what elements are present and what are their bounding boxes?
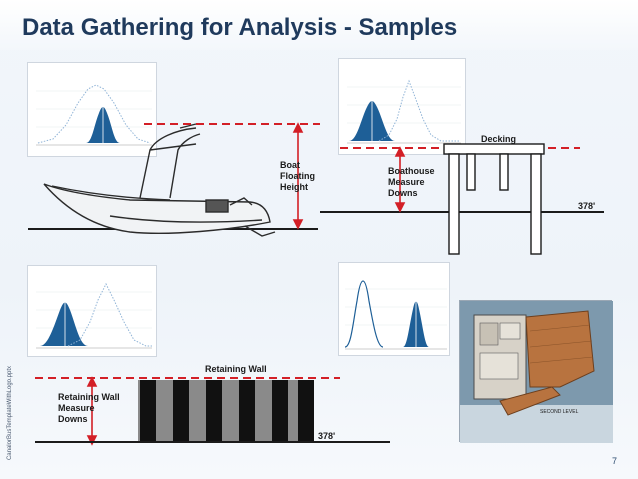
speedboat-illustration <box>43 123 276 237</box>
page-number: 7 <box>612 456 618 466</box>
label-boat-floating-height: Boat Floating Height <box>280 160 315 193</box>
bell-curve-chart-2 <box>347 79 461 144</box>
boathouse-frame-diagram <box>443 143 545 255</box>
floorplan-level-label: SECOND LEVEL <box>540 409 579 415</box>
label-line: Height <box>280 182 308 192</box>
house-floorplan-image: SECOND LEVEL <box>459 300 613 443</box>
label-elevation-top: 378' <box>578 201 596 211</box>
label-line: Measure <box>388 177 425 187</box>
label-retaining-wall-measure-downs: Retaining Wall Measure Downs <box>58 392 120 425</box>
label-line: Floating <box>280 171 315 181</box>
bell-curve-chart-1 <box>36 73 152 146</box>
label-line: Retaining Wall <box>58 392 120 402</box>
bell-curve-thumbnail-1 <box>27 62 157 157</box>
label-line: Boat <box>280 160 300 170</box>
label-retaining-wall: Retaining Wall <box>205 364 267 374</box>
boathouse-measure-arrow <box>394 146 406 213</box>
label-line: Downs <box>388 188 418 198</box>
title-bar: Data Gathering for Analysis - Samples <box>0 0 638 50</box>
bell-curve-thumbnail-3 <box>27 265 157 357</box>
floorplan-drawing: SECOND LEVEL <box>460 301 613 443</box>
label-line: Measure <box>58 403 95 413</box>
retaining-wall-diagram <box>138 380 314 442</box>
boat-height-arrow <box>292 122 304 230</box>
bell-curve-chart-4 <box>344 280 447 350</box>
bell-curve-chart-3 <box>36 282 152 349</box>
label-decking: Decking <box>481 134 517 144</box>
label-line: Downs <box>58 414 88 424</box>
bell-curve-thumbnail-4 <box>338 262 450 356</box>
label-elevation-bottom: 378' <box>318 431 336 441</box>
wall-measure-arrow <box>86 376 98 446</box>
label-boathouse-measure-downs: Boathouse Measure Downs <box>388 166 435 199</box>
slide-title: Data Gathering for Analysis - Samples <box>22 14 458 41</box>
label-line: Boathouse <box>388 166 435 176</box>
bell-curve-thumbnail-2 <box>338 58 466 155</box>
